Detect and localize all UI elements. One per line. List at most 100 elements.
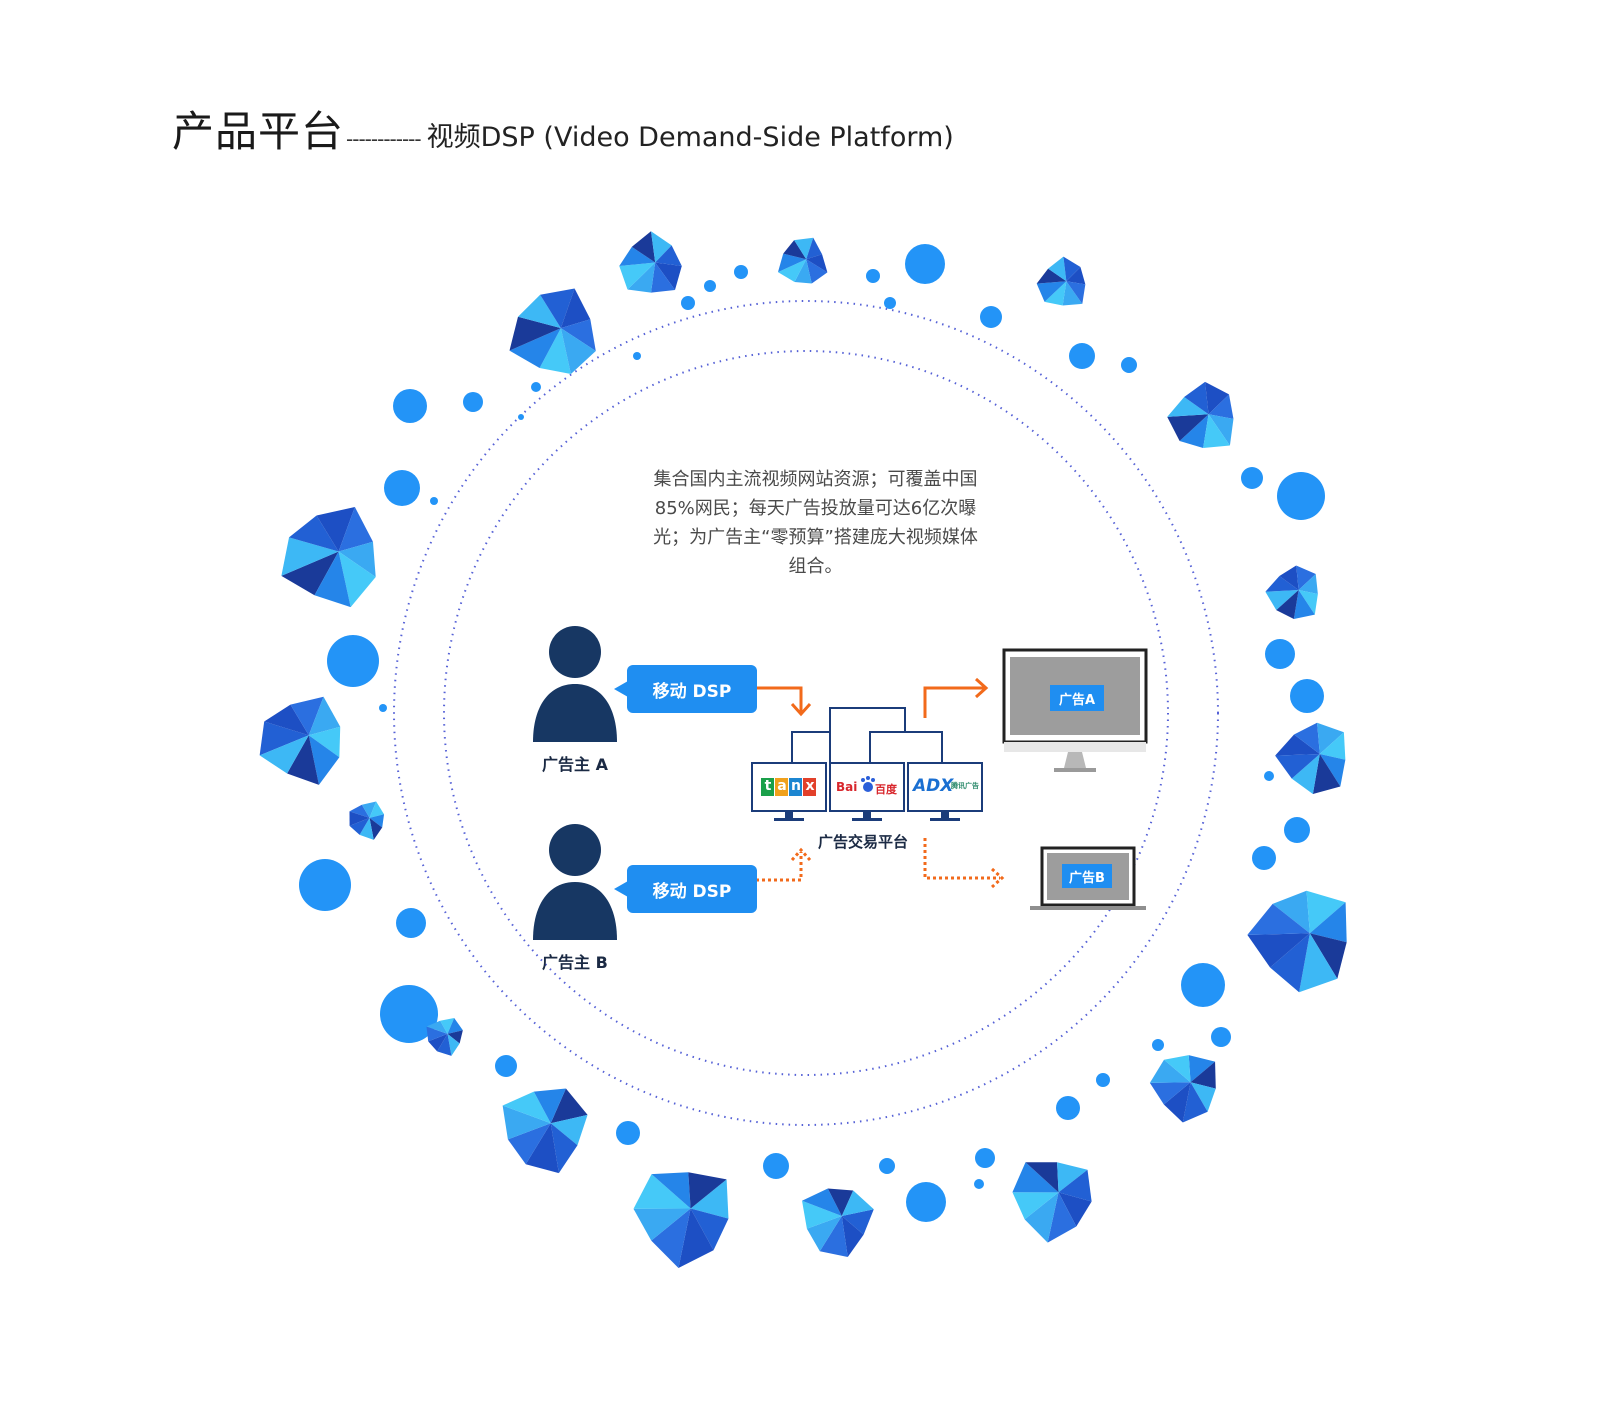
decor-dot	[384, 470, 420, 506]
decor-dot	[1152, 1039, 1164, 1051]
gem-facet	[369, 817, 383, 840]
gem-facet	[841, 1209, 874, 1235]
gem-facet	[560, 288, 591, 329]
gem-facet	[806, 237, 823, 260]
decorative-dots	[259, 231, 1347, 1268]
gem-facet	[806, 254, 828, 273]
decor-dot	[1252, 846, 1276, 870]
gem-facet	[1036, 268, 1067, 284]
gem-facet	[777, 253, 807, 273]
gem-facet	[1299, 933, 1338, 993]
decor-gem-icon	[1265, 565, 1318, 619]
decor-dot	[704, 280, 716, 292]
gem-facet	[1279, 565, 1299, 590]
decor-dot	[1096, 1073, 1110, 1087]
gem-facet	[619, 262, 656, 290]
gem-facet	[633, 1174, 691, 1209]
gem-facet	[437, 1033, 452, 1056]
decor-gem-icon	[349, 801, 385, 840]
gem-facet	[259, 721, 309, 756]
tanx-logo	[761, 778, 816, 796]
gem-facet	[447, 1033, 460, 1056]
gem-facet	[1012, 1192, 1059, 1220]
decor-dot	[616, 1121, 640, 1145]
decor-dot	[1265, 639, 1295, 669]
gem-facet	[509, 328, 561, 368]
description-line: 集合国内主流视频网站资源；可覆盖中国	[653, 469, 978, 490]
gem-facet	[1149, 1082, 1191, 1105]
decor-dot	[681, 296, 695, 310]
baidu-logo-prefix: Bai	[836, 780, 858, 794]
decor-dot	[980, 306, 1002, 328]
gem-facet	[1291, 754, 1320, 795]
gem-facet	[1164, 1055, 1191, 1083]
arrow-exchange-to-laptop	[923, 838, 1005, 889]
gem-facet	[361, 801, 377, 818]
description-line: 组合。	[788, 556, 843, 577]
gem-facet	[1167, 396, 1209, 417]
decor-dot	[518, 414, 524, 420]
gem-facet	[1298, 590, 1318, 615]
gem-facet	[338, 541, 376, 578]
gem-facet	[794, 237, 814, 260]
gem-facet	[1275, 734, 1320, 756]
gem-facet	[777, 259, 807, 283]
decor-gem-icon	[802, 1188, 874, 1257]
gem-facet	[1058, 1169, 1092, 1202]
gem-facet	[338, 507, 373, 552]
gem-facet	[651, 231, 672, 263]
gem-facet	[287, 735, 319, 785]
gem-facet	[1208, 414, 1234, 446]
gem-facet	[627, 262, 656, 293]
gem-facet	[678, 1208, 714, 1268]
adx-monitor-icon	[907, 762, 983, 821]
gem-facet	[440, 1018, 455, 1034]
gem-facet	[1048, 256, 1067, 282]
gem-facet	[539, 328, 571, 374]
ad-a-label: 广告A	[1050, 685, 1104, 711]
gem-facet	[426, 1020, 448, 1034]
decor-gem-icon	[502, 1088, 588, 1174]
gem-facet	[1309, 933, 1347, 979]
gem-facet	[651, 262, 675, 293]
gem-facet	[631, 231, 656, 263]
decor-gem-icon	[619, 231, 682, 293]
gem-facet	[1163, 1082, 1191, 1123]
gem-facet	[1317, 722, 1344, 754]
description: 集合国内主流视频网站资源；可覆盖中国 85%网民；每天广告投放量可达6亿次曝 光…	[628, 465, 1003, 581]
decor-gem-icon	[1167, 381, 1234, 448]
gem-facet	[1062, 281, 1083, 306]
decor-dot	[763, 1153, 789, 1179]
decor-gem-icon	[1275, 722, 1346, 795]
gem-facet	[690, 1179, 729, 1219]
decor-gem-icon	[259, 696, 341, 785]
gem-facet	[1012, 1162, 1059, 1193]
laptop-icon	[1030, 846, 1146, 910]
gem-facet	[655, 262, 682, 290]
decor-dot	[1121, 357, 1137, 373]
gem-facet	[369, 814, 385, 828]
advertiser-a-label: 广告主 A	[542, 755, 608, 774]
gem-facet	[428, 1033, 448, 1052]
gem-facet	[1047, 1192, 1077, 1243]
gem-facet	[369, 801, 385, 818]
gem-facet	[426, 1026, 448, 1042]
gem-facet	[819, 1216, 848, 1257]
decor-dot	[1181, 963, 1225, 1007]
gem-facet	[560, 319, 596, 351]
gem-facet	[655, 245, 682, 266]
decor-dot	[974, 1179, 984, 1189]
advertiser-b-icon	[533, 824, 617, 940]
ad-b-label: 广告B	[1062, 864, 1112, 888]
adx-logo-note: 腾讯广告	[951, 782, 979, 790]
gem-facet	[1276, 590, 1299, 619]
gem-facet	[1247, 933, 1310, 968]
gem-facet	[1149, 1059, 1191, 1083]
gem-facet	[688, 1172, 727, 1209]
gem-facet	[264, 704, 309, 736]
decor-dot	[905, 244, 945, 284]
gem-facet	[1294, 722, 1320, 754]
advertiser-a-icon	[533, 626, 617, 742]
gem-facet	[1306, 890, 1346, 934]
